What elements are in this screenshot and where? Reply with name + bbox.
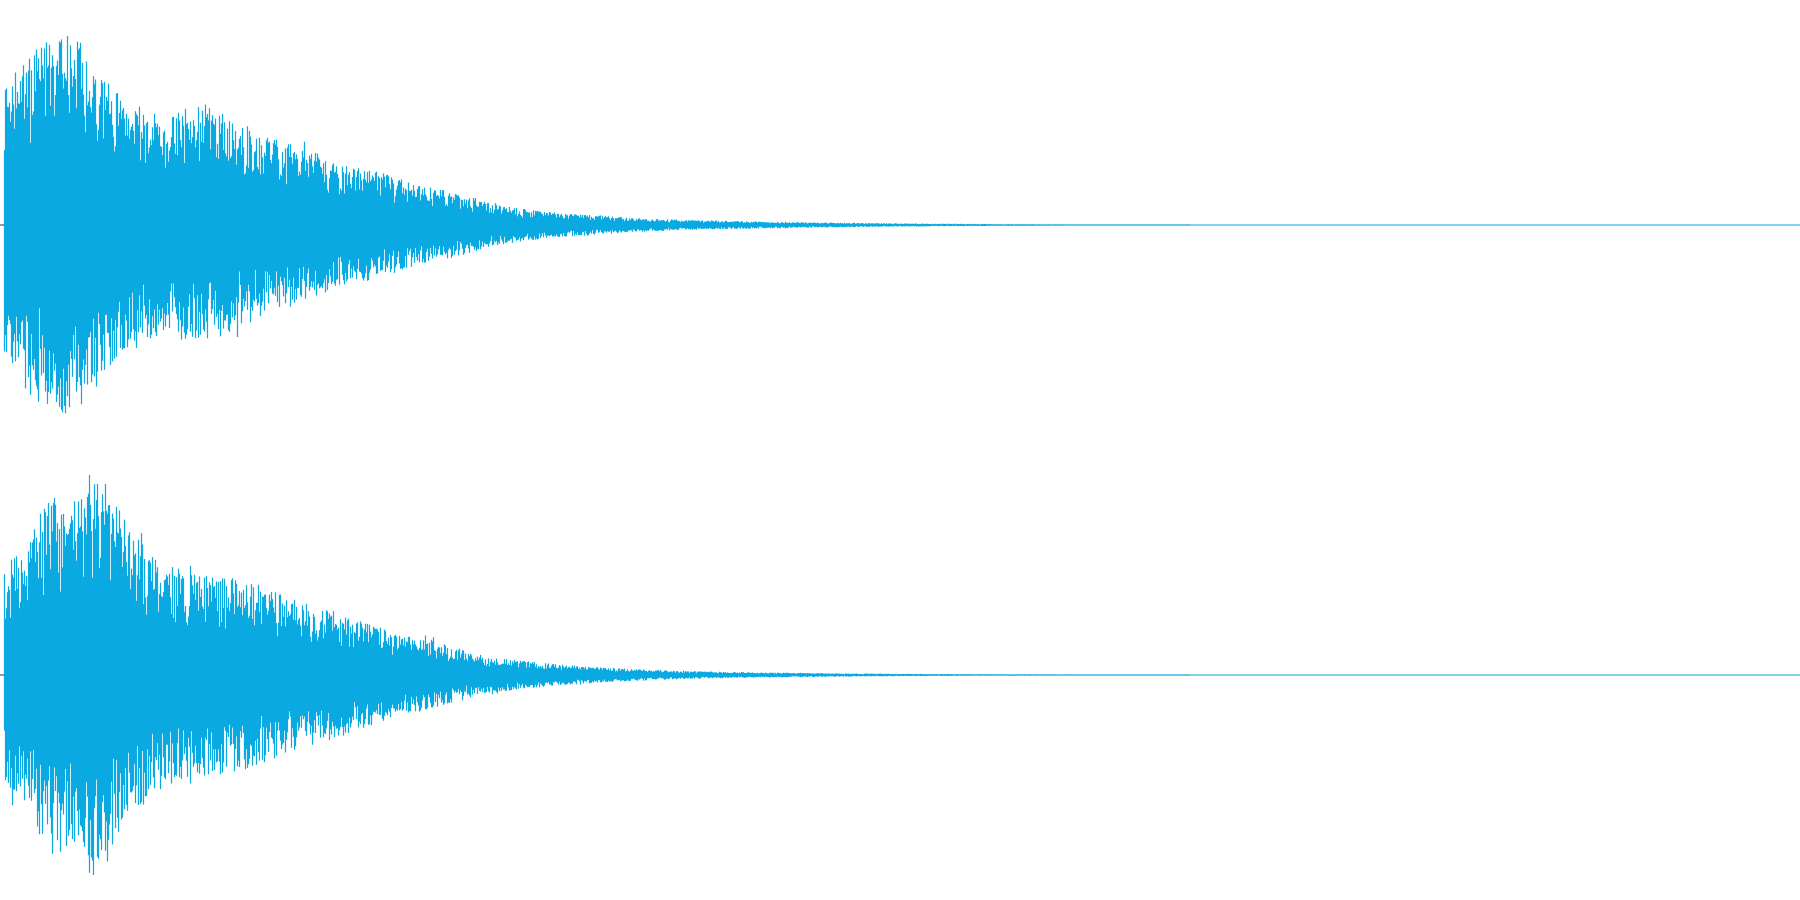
- channel-1-waveform[interactable]: [0, 36, 1800, 414]
- channel-2-waveform[interactable]: [0, 475, 1800, 875]
- channel-2-samples: [3, 475, 1191, 875]
- channel-1-samples: [3, 36, 1191, 414]
